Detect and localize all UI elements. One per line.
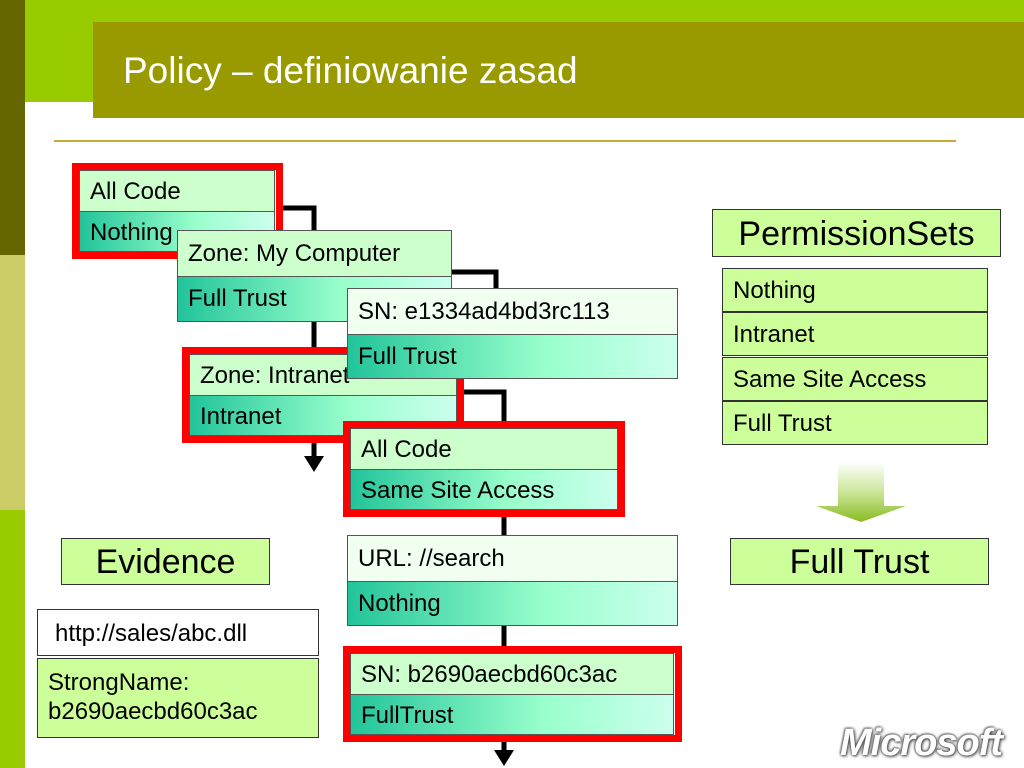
arrow-head-2 xyxy=(494,750,514,766)
left-strip-dark xyxy=(0,0,25,255)
permission-set-intranet: Intranet xyxy=(722,312,988,356)
code-group-label: All Code xyxy=(351,429,617,470)
code-group-permission: FullTrust xyxy=(351,695,673,734)
code-group-permission: Full Trust xyxy=(348,335,677,378)
page-title: Policy – definiowanie zasad xyxy=(123,50,578,91)
title-divider xyxy=(54,140,956,142)
code-group-all-code-samesite: All Code Same Site Access xyxy=(350,428,618,510)
evidence-strongname: StrongName: b2690aecbd60c3ac xyxy=(37,658,319,738)
evidence-strongname-label: StrongName: xyxy=(48,669,190,696)
code-group-permission: Same Site Access xyxy=(351,470,617,509)
permission-sets-heading: PermissionSets xyxy=(712,209,1001,257)
code-group-label: All Code xyxy=(80,171,274,212)
highlight-sn-b2690 xyxy=(343,646,682,742)
code-group-permission: Nothing xyxy=(348,582,677,625)
result-permission: Full Trust xyxy=(730,538,989,585)
connector-3 xyxy=(452,269,499,290)
code-group-sn-b2690: SN: b2690aecbd60c3ac FullTrust xyxy=(350,653,674,735)
header-green-band xyxy=(25,0,1024,22)
title-bar xyxy=(93,22,1024,118)
evidence-heading: Evidence xyxy=(61,538,270,585)
code-group-url-search: URL: //search Nothing xyxy=(347,535,678,626)
code-group-sn-e1334: SN: e1334ad4bd3rc113 Full Trust xyxy=(347,288,678,379)
code-group-label: Zone: My Computer xyxy=(178,231,451,277)
result-arrow xyxy=(816,462,906,522)
arrow-head-1 xyxy=(304,456,324,472)
evidence-url: http://sales/abc.dll xyxy=(37,609,319,656)
code-group-label: SN: b2690aecbd60c3ac xyxy=(351,654,673,695)
evidence-strongname-value: b2690aecbd60c3ac xyxy=(48,698,258,725)
code-group-label: SN: e1334ad4bd3rc113 xyxy=(348,289,677,335)
left-strip-olive xyxy=(0,255,25,510)
highlight-all-code-samesite xyxy=(343,421,625,517)
highlight-zone-intranet xyxy=(182,347,464,443)
connector-5 xyxy=(458,389,507,422)
permission-set-same-site-access: Same Site Access xyxy=(722,357,988,401)
permission-set-nothing: Nothing xyxy=(722,268,988,312)
connector-1 xyxy=(282,205,317,230)
permission-set-full-trust: Full Trust xyxy=(722,401,988,445)
left-strip-green xyxy=(0,510,25,768)
microsoft-logo: Microsoft xyxy=(840,722,1003,764)
header-green-block xyxy=(25,22,93,102)
code-group-label: URL: //search xyxy=(348,536,677,582)
